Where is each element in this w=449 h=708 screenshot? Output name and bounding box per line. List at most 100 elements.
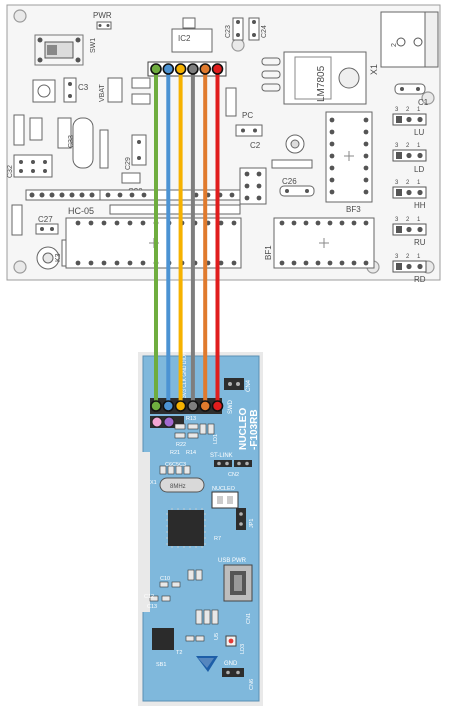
st-link-label: ST-LINK: [210, 453, 233, 459]
jp1-jumper: [236, 508, 246, 530]
header-ru: 3 2 1 RU: [392, 217, 427, 247]
c12-label: C12: [144, 594, 154, 600]
led: [225, 635, 237, 647]
header-lu: 3 2 1 LU: [392, 107, 427, 137]
x1-jack: [380, 11, 439, 68]
c13-label: C13: [147, 604, 157, 610]
u5-chip: [152, 628, 174, 650]
x1-label: X1: [369, 64, 379, 75]
r14-label: R14: [186, 450, 196, 456]
hc05-header: [25, 189, 111, 201]
led-label: LD3: [240, 644, 246, 654]
mid-header-row-2: [109, 204, 241, 215]
wire-2-top-connector: [162, 63, 175, 75]
t2-label: T2: [176, 650, 182, 656]
header-rd: 3 2 1 RD: [392, 254, 427, 284]
wire-5-top-connector: [199, 63, 211, 75]
nucleo-small-label: NUCLEO: [212, 486, 236, 492]
resistor-r1: [13, 114, 43, 146]
c1-label: C1: [418, 98, 429, 107]
bf3-ic: [325, 111, 373, 203]
c26-cap: [279, 185, 315, 197]
wire-3-bottom-connector: [174, 400, 187, 412]
c1-cap: [394, 83, 426, 95]
bf3-label: BF3: [346, 205, 361, 214]
pwr-label: PWR: [93, 11, 112, 20]
svg-text:HH: HH: [414, 201, 426, 210]
jp1-label: JP1: [249, 519, 255, 528]
c27-label: C27: [38, 215, 53, 224]
header-ld: 3 2 1 LD: [392, 143, 427, 174]
r13-label: R13: [186, 416, 196, 422]
headers-group: 3 2 1 LU 3 2 1 LD 3 2 1 HH: [392, 107, 427, 284]
cn1-label: CN1: [246, 613, 252, 624]
svg-text:1: 1: [417, 180, 421, 186]
nucleo-small-parts: [159, 423, 215, 475]
wire-5-bottom-connector: [199, 400, 211, 412]
c2-label: C2: [250, 141, 261, 150]
c3-label: C3: [78, 83, 89, 92]
svg-text:2: 2: [406, 107, 410, 113]
wire-4-bottom-connector: [187, 400, 199, 412]
bf1-label: BF1: [264, 245, 273, 260]
pushbutton: [32, 79, 56, 103]
gnd-header: [222, 668, 244, 677]
jumper-wires: [150, 63, 224, 412]
pin-purple: [163, 416, 175, 428]
cn4-label: CN4: [246, 379, 252, 392]
r22-label: R22: [176, 442, 186, 448]
k3-label: K3: [55, 253, 62, 262]
vbat-parts: [107, 77, 151, 105]
svg-text:3: 3: [395, 180, 399, 186]
st-link-jumpers: [214, 460, 252, 467]
six-pin-header: [239, 167, 267, 205]
svg-text:RU: RU: [414, 238, 426, 247]
c29-cap: [131, 134, 147, 166]
c29-label: C29: [125, 157, 132, 170]
svg-text:RD: RD: [414, 275, 426, 284]
svg-text:2: 2: [406, 254, 410, 260]
x1-label-nucleo: X1: [150, 480, 157, 486]
c33-label: C33: [68, 135, 75, 148]
usb-pwr-label: USB PWR: [218, 558, 247, 564]
wire-3-top-connector: [174, 63, 187, 75]
svg-text:1: 1: [417, 143, 421, 149]
crystal-label: 8MHz: [170, 484, 186, 490]
x1-pin2: 2: [391, 43, 398, 47]
sw1-switch: [34, 34, 84, 66]
mcu-socket: [65, 217, 242, 269]
svg-text:LU: LU: [414, 128, 424, 137]
svg-text:LD: LD: [414, 165, 424, 174]
nucleo-mcu: [166, 508, 206, 548]
pc-header: [225, 87, 237, 117]
sw1-label: SW1: [90, 38, 97, 53]
wire-6-bottom-connector: [211, 400, 224, 412]
svg-text:2: 2: [406, 180, 410, 186]
ld1-label: LD1: [213, 434, 219, 444]
cn2-label: CN2: [228, 472, 239, 478]
lm7805-label: LM7805: [316, 65, 327, 102]
wire-4-top-connector: [187, 63, 199, 75]
svg-text:2: 2: [406, 143, 410, 149]
svg-text:3: 3: [395, 143, 399, 149]
c27-cap: [35, 223, 59, 235]
pins-label: 3V3 CLK GND DIO NRST SWO: [182, 327, 188, 398]
wire-1-bottom-connector: [150, 400, 162, 412]
header-hh: 3 2 1 HH: [392, 180, 427, 210]
pwr-led: [96, 21, 112, 30]
hc05-label: HC-05: [68, 206, 94, 216]
usb-connector: [223, 564, 253, 602]
st-logo: [196, 656, 218, 672]
wire-2-bottom-connector: [162, 400, 175, 412]
small-parts-strip: [271, 159, 313, 169]
cn4-jumper: [224, 378, 244, 390]
c33-cap: [57, 117, 72, 149]
pc-label: PC: [242, 111, 253, 120]
c10-label: C10: [160, 576, 170, 582]
gnd-label: GND: [224, 661, 238, 667]
c26-label: C26: [282, 177, 297, 186]
u5-label: U5: [214, 633, 220, 640]
wire-6-top-connector: [211, 63, 224, 75]
c2-cap: [235, 124, 263, 137]
